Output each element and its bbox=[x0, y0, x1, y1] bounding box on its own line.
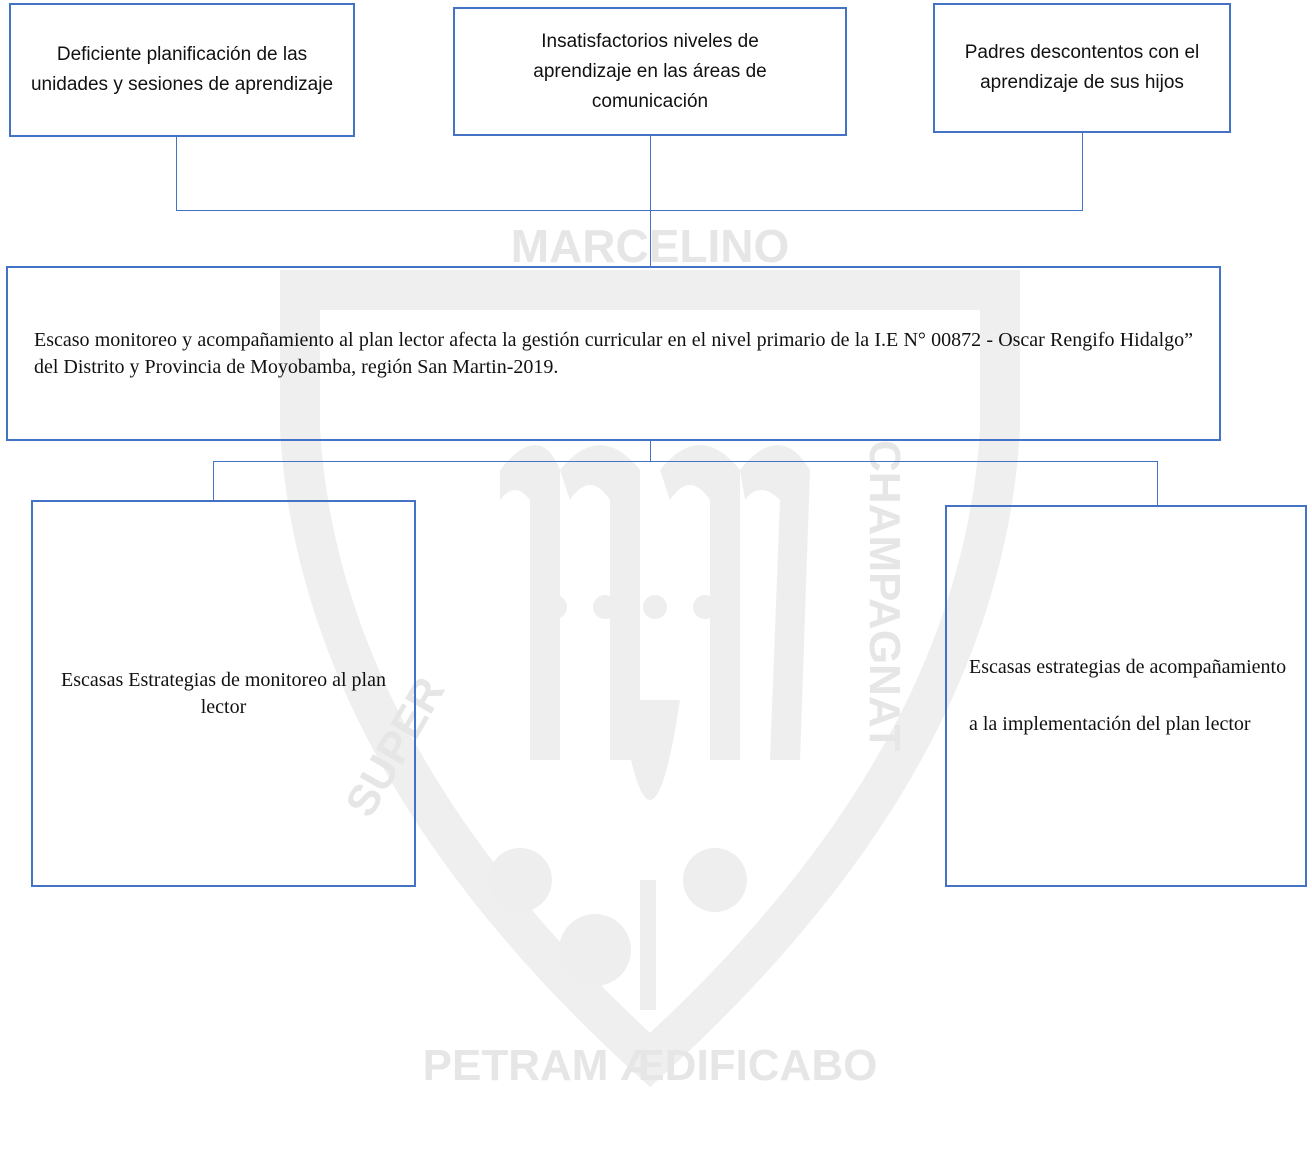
connector-effect-1 bbox=[176, 137, 177, 211]
connector-cause-2 bbox=[1157, 461, 1158, 506]
connector-causes-bar bbox=[213, 461, 1158, 462]
connector-cause-1 bbox=[213, 461, 214, 501]
cause-box-1: Escasas Estrategias de monitoreo al plan… bbox=[31, 500, 416, 887]
watermark-bottom-text: PETRAM ÆDIFICABO bbox=[423, 1041, 878, 1090]
problem-text: Escaso monitoreo y acompañamiento al pla… bbox=[34, 328, 1193, 378]
cause-text-2: Escasas estrategias de acompañamiento a … bbox=[969, 656, 1287, 735]
effect-box-1: Deficiente planificación de las unidades… bbox=[9, 3, 355, 137]
cause-box-2: Escasas estrategias de acompañamiento a … bbox=[945, 505, 1307, 887]
connector-effect-3 bbox=[1082, 133, 1083, 211]
connector-from-problem bbox=[650, 441, 651, 462]
effect-text-2: Insatisfactorios niveles de aprendizaje … bbox=[533, 30, 767, 112]
effect-box-3: Padres descontentos con el aprendizaje d… bbox=[933, 3, 1231, 133]
effect-text-3: Padres descontentos con el aprendizaje d… bbox=[964, 42, 1200, 93]
connector-effects-bar bbox=[176, 210, 1083, 211]
problem-box: Escaso monitoreo y acompañamiento al pla… bbox=[6, 266, 1221, 441]
watermark-right-text: CHAMPAGNAT bbox=[860, 440, 909, 751]
connector-effect-2 bbox=[650, 136, 651, 211]
effect-box-2: Insatisfactorios niveles de aprendizaje … bbox=[453, 7, 847, 136]
watermark-monogram bbox=[488, 445, 810, 1010]
effect-text-1: Deficiente planificación de las unidades… bbox=[30, 44, 334, 95]
cause-text-1: Escasas Estrategias de monitoreo al plan… bbox=[61, 668, 386, 718]
connector-to-problem bbox=[650, 210, 651, 267]
